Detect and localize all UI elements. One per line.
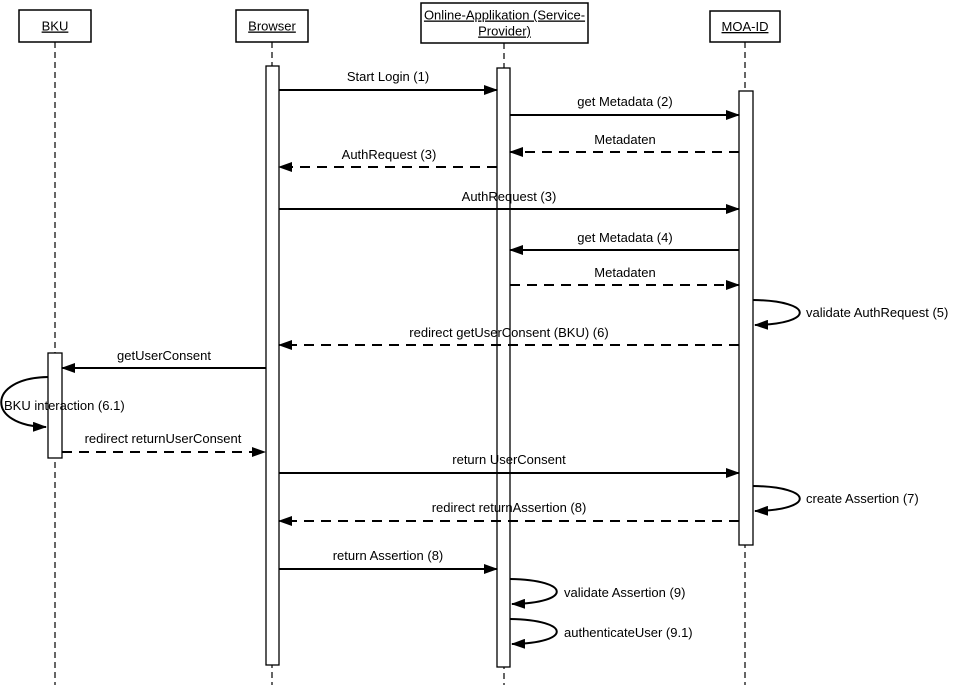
self-loop-label-bku-interaction: BKU interaction (6.1)	[4, 398, 125, 413]
self-loop-arrow-create-assertion	[752, 485, 801, 516]
participant-label-bku: BKU	[42, 19, 69, 34]
activation-online-applikation	[496, 67, 511, 668]
message-authrequest-3: AuthRequest (3)	[279, 189, 740, 214]
participant-box-bku	[18, 9, 92, 43]
self-loop-arrow-authenticateuser	[509, 618, 558, 649]
message-label-authrequest-3: AuthRequest (3)	[462, 189, 557, 204]
self-loop-label-validate-assertion: validate Assertion (9)	[564, 585, 685, 600]
message-start-login: Start Login (1)	[279, 69, 498, 95]
message-label-metadaten-1: Metadaten	[594, 132, 655, 147]
participant-box-browser	[235, 9, 309, 43]
message-label-return-userconsent: return UserConsent	[452, 452, 566, 467]
self-loop-create-assertion: create Assertion (7)	[752, 485, 919, 516]
message-label-get-metadata-2: get Metadata (2)	[577, 94, 672, 109]
participant-label-browser: Browser	[248, 19, 296, 34]
message-authrequest-3-redirect: AuthRequest (3)	[278, 147, 497, 172]
message-return-userconsent: return UserConsent	[279, 452, 740, 478]
self-loop-validate-assertion: validate Assertion (9)	[509, 578, 685, 609]
activation-browser	[265, 65, 280, 666]
message-metadaten-2: Metadaten	[510, 265, 740, 290]
participant-box-online-applikation	[420, 2, 589, 44]
self-loop-label-create-assertion: create Assertion (7)	[806, 491, 919, 506]
self-loop-arrow-validate-assertion	[509, 578, 558, 609]
message-get-metadata-4: get Metadata (4)	[509, 230, 739, 255]
participant-label-online-applikation: Online-Applikation (Service-Provider)	[424, 8, 585, 39]
message-label-getuserconsent: getUserConsent	[117, 348, 211, 363]
activation-moa-id	[738, 90, 754, 546]
message-label-metadaten-2: Metadaten	[594, 265, 655, 280]
message-label-start-login: Start Login (1)	[347, 69, 429, 84]
self-loop-arrow-validate-authrequest	[752, 299, 801, 330]
message-redirect-returnuserconsent: redirect returnUserConsent	[62, 431, 266, 457]
activation-bku	[47, 352, 63, 459]
self-loop-authenticateuser: authenticateUser (9.1)	[509, 618, 693, 649]
message-getuserconsent: getUserConsent	[61, 348, 266, 373]
participant-box-moa-id	[709, 10, 781, 43]
message-label-redirect-getuserconsent: redirect getUserConsent (BKU) (6)	[409, 325, 608, 340]
message-label-redirect-returnassertion: redirect returnAssertion (8)	[432, 500, 587, 515]
message-redirect-returnassertion: redirect returnAssertion (8)	[278, 500, 739, 526]
message-redirect-getuserconsent: redirect getUserConsent (BKU) (6)	[278, 325, 739, 350]
participant-bku: BKU	[18, 9, 92, 43]
message-label-get-metadata-4: get Metadata (4)	[577, 230, 672, 245]
message-label-return-assertion: return Assertion (8)	[333, 548, 444, 563]
message-metadaten-1: Metadaten	[509, 132, 739, 157]
message-label-authrequest-3-redirect: AuthRequest (3)	[342, 147, 437, 162]
self-loop-label-validate-authrequest: validate AuthRequest (5)	[806, 305, 948, 320]
self-loop-validate-authrequest: validate AuthRequest (5)	[752, 299, 948, 330]
self-loop-bku-interaction: BKU interaction (6.1)	[0, 376, 125, 432]
message-return-assertion: return Assertion (8)	[279, 548, 498, 574]
participant-browser: Browser	[235, 9, 309, 43]
self-loop-label-authenticateuser: authenticateUser (9.1)	[564, 625, 693, 640]
message-get-metadata-2: get Metadata (2)	[510, 94, 740, 120]
self-loop-arrow-bku-interaction	[0, 376, 49, 432]
participant-online-applikation: Online-Applikation (Service-Provider)	[420, 2, 589, 44]
participant-label-moa-id: MOA-ID	[722, 19, 769, 34]
message-label-redirect-returnuserconsent: redirect returnUserConsent	[85, 431, 242, 446]
participant-moa-id: MOA-ID	[709, 10, 781, 43]
